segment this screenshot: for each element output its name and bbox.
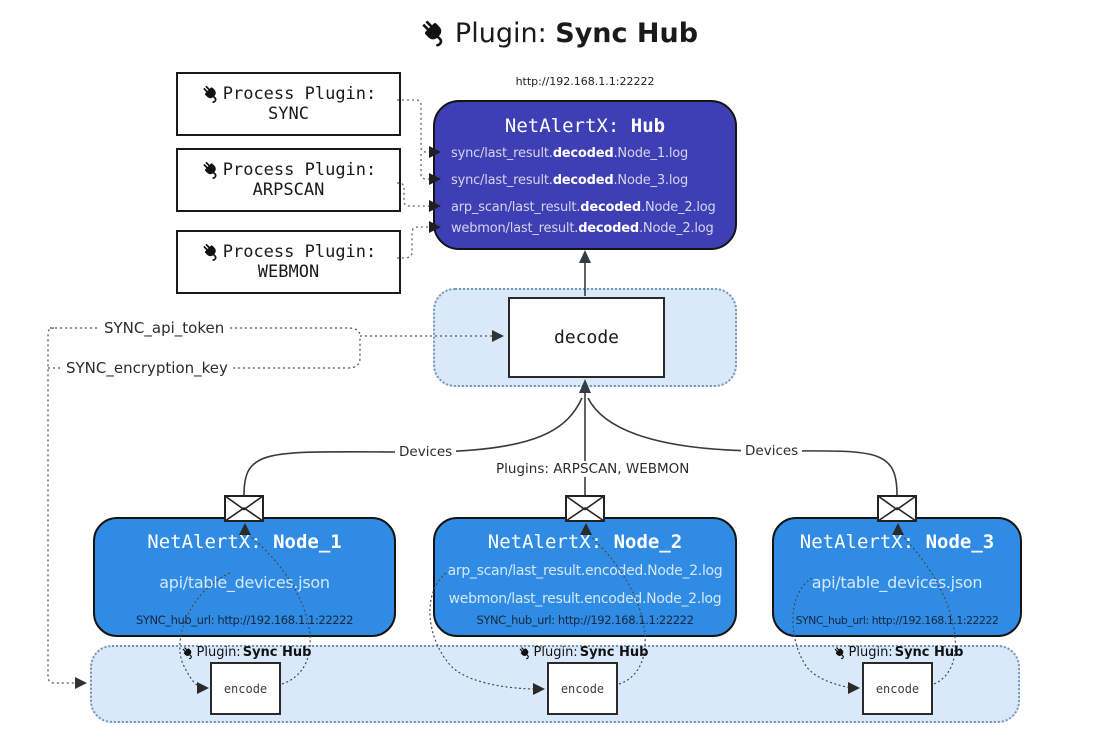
encode-plugin-label: Plugin: Sync Hub: [798, 645, 998, 660]
encode-box: encode: [862, 662, 933, 715]
encode-plugin-label: Plugin: Sync Hub: [146, 645, 346, 660]
plug-icon: [181, 646, 195, 660]
node-title: NetAlertX: Node_1: [147, 531, 342, 553]
node-title: NetAlertX: Node_2: [487, 531, 683, 553]
node-footer: SYNC_hub_url: http://192.168.1.1:22222: [795, 614, 999, 627]
process-plugin-label: Process Plugin:: [222, 242, 377, 262]
process-plugin-box-sync: Process Plugin: SYNC: [176, 72, 401, 136]
node-box-node1: NetAlertX: Node_1 api/table_devices.json…: [93, 517, 396, 637]
process-plugin-box-webmon: Process Plugin: WEBMON: [176, 230, 401, 294]
node-footer: SYNC_hub_url: http://192.168.1.1:22222: [476, 613, 694, 627]
edge-label-encryption-key: SYNC_encryption_key: [62, 359, 232, 377]
encode-plugin-label: Plugin: Sync Hub: [483, 645, 683, 660]
node-file-line: webmon/last_result.encoded.Node_2.log: [448, 591, 722, 607]
process-plugin-name: WEBMON: [257, 262, 320, 282]
envelope-icon: [565, 495, 605, 522]
page-title-bold: Sync Hub: [555, 18, 699, 49]
envelope-icon: [877, 495, 917, 522]
hub-log-line: webmon/last_result.decoded.Node_2.log: [451, 221, 714, 236]
edge-label-api-token: SYNC_api_token: [100, 319, 229, 337]
hub-url-label: http://192.168.1.1:22222: [515, 75, 655, 88]
process-plugin-name: ARPSCAN: [252, 180, 325, 200]
decode-box: decode: [508, 297, 665, 378]
process-plugin-label: Process Plugin:: [222, 84, 377, 104]
edge-label-devices-right: Devices: [741, 443, 803, 459]
plug-icon: [201, 160, 221, 180]
node-box-node3: NetAlertX: Node_3 api/table_devices.json…: [772, 517, 1022, 637]
hub-title: NetAlertX: Hub: [504, 115, 666, 137]
plug-icon: [518, 646, 532, 660]
plug-icon: [201, 242, 221, 262]
node-file-line: arp_scan/last_result.encoded.Node_2.log: [447, 563, 723, 579]
hub-log-line: sync/last_result.decoded.Node_1.log: [451, 146, 689, 161]
hub-log-line: arp_scan/last_result.decoded.Node_2.log: [451, 200, 716, 215]
plug-icon: [201, 84, 221, 104]
page-title: Plugin: Sync Hub: [0, 18, 1117, 49]
process-plugin-name: SYNC: [268, 104, 309, 124]
process-plugin-label: Process Plugin:: [222, 160, 377, 180]
plug-icon: [419, 18, 449, 48]
node-file-line: api/table_devices.json: [811, 573, 983, 592]
process-plugin-box-arpscan: Process Plugin: ARPSCAN: [176, 148, 401, 212]
page-title-prefix: Plugin:: [454, 18, 556, 49]
encode-box: encode: [547, 662, 618, 715]
envelope-icon: [224, 495, 264, 522]
encode-box: encode: [210, 662, 281, 715]
plug-icon: [833, 646, 847, 660]
node-footer: SYNC_hub_url: http://192.168.1.1:22222: [135, 613, 354, 627]
node-box-node2: NetAlertX: Node_2 arp_scan/last_result.e…: [433, 517, 737, 637]
hub-log-line: sync/last_result.decoded.Node_3.log: [451, 173, 689, 188]
edge-label-plugins-center: Plugins: ARPSCAN, WEBMON: [492, 461, 694, 477]
hub-box: NetAlertX: Hub sync/last_result.decoded.…: [433, 100, 737, 250]
node-file-line: api/table_devices.json: [159, 573, 330, 592]
node-title: NetAlertX: Node_3: [799, 531, 995, 553]
edge-label-devices-left: Devices: [395, 444, 457, 460]
